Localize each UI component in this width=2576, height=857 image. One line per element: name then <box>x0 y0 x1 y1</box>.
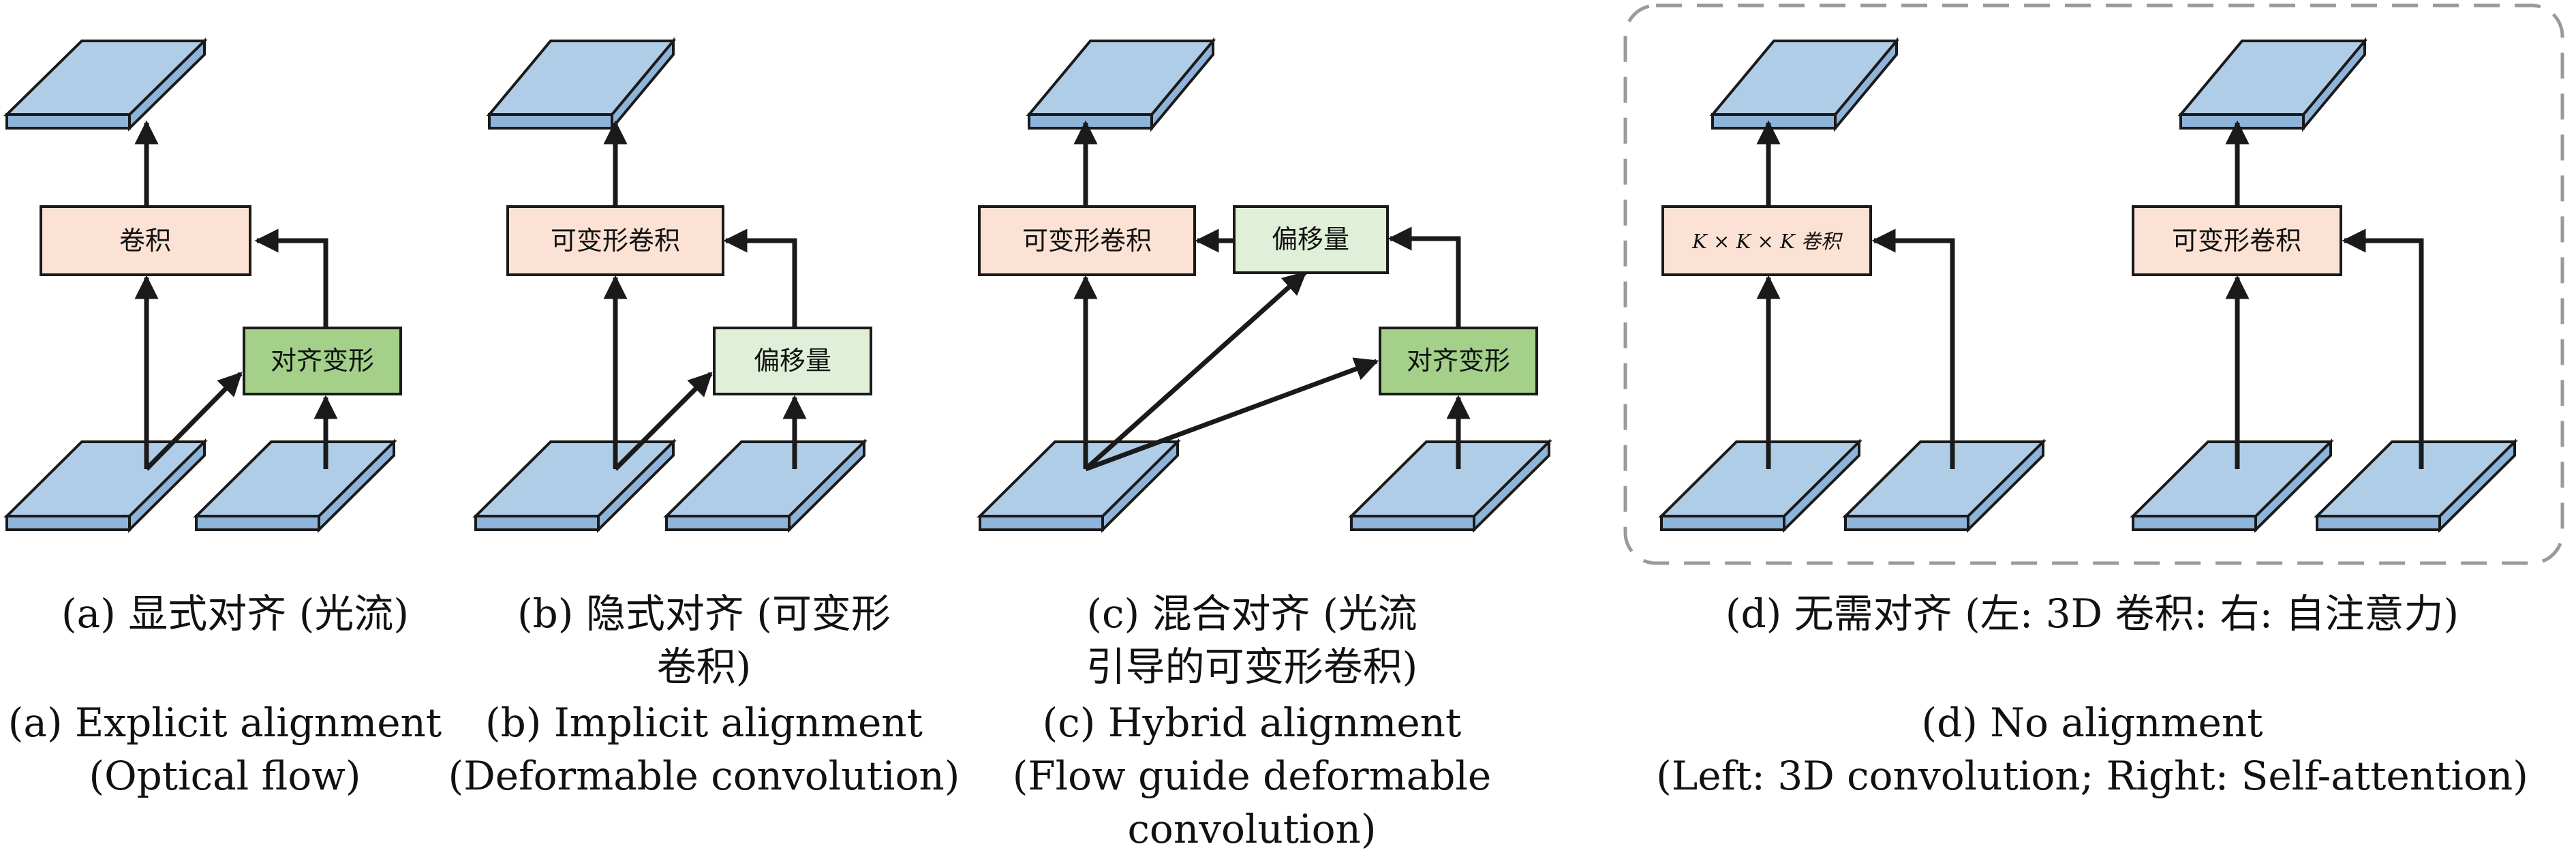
panel-c-align-box <box>1379 327 1538 395</box>
caption-b-en-line2: (Deformable convolution) <box>448 753 960 799</box>
panel-d-dashed-border <box>1623 3 2564 565</box>
panel-a-arrow-input-to-align <box>144 372 243 471</box>
plane-top-face <box>2177 40 2368 116</box>
panel-c-arrow-align-to-offset <box>1387 226 1461 328</box>
panel-d-left-arrow-right-input-to-conv <box>1871 228 1955 469</box>
panel-c-output-plane <box>1026 37 1216 132</box>
panel-c-offset-label: 偏移量 <box>1272 224 1349 254</box>
panel-a-input-plane-right <box>193 438 397 533</box>
caption-d-cn: (d) 无需对齐 (左: 3D 卷积: 右: 自注意力) <box>1726 590 2459 637</box>
plane-front-face <box>5 515 131 531</box>
panel-c-align-label: 对齐变形 <box>1407 346 1510 376</box>
panel-c-offset-box <box>1233 205 1389 274</box>
panel-a-conv-label: 卷积 <box>119 226 171 256</box>
plane-top-face <box>2314 440 2518 517</box>
plane-top-face <box>1658 440 1862 517</box>
panel-a-arrow-align-to-conv <box>254 228 328 328</box>
panel-b-offset-label: 偏移量 <box>754 346 831 376</box>
panel-d-left-output-plane <box>1709 37 1900 132</box>
caption-a-en-line2: (Optical flow) <box>89 753 361 799</box>
panel-d-left: K × K × K 卷积 <box>1658 37 2046 533</box>
panel-c-conv-label: 可变形卷积 <box>1022 226 1152 256</box>
panel-a-output-plane <box>3 37 208 132</box>
panel-b-conv-label: 可变形卷积 <box>551 226 680 256</box>
caption-c-cn-line2: 引导的可变形卷积) <box>1086 644 1418 690</box>
plane-top-face <box>1348 440 1552 517</box>
panel-c-conv-box <box>978 205 1196 276</box>
caption-b-en-line1: (b) Implicit alignment <box>485 700 923 746</box>
panel-d-right: 可变形卷积 <box>2130 37 2518 533</box>
caption-a-cn: (a) 显式对齐 (光流) <box>61 590 409 637</box>
caption-c-cn-line1: (c) 混合对齐 (光流 <box>1086 590 1417 637</box>
panel-b-input-plane-right <box>663 438 868 533</box>
panel-c-input-plane-left <box>977 438 1181 533</box>
panel-b: 可变形卷积 偏移量 <box>472 37 872 533</box>
panel-b-arrow-offset-to-conv <box>723 228 797 328</box>
plane-front-face <box>2132 515 2257 531</box>
panel-a: 卷积 对齐变形 <box>3 37 402 533</box>
plane-top-face <box>2130 440 2334 517</box>
plane-top-face <box>1026 40 1216 116</box>
panel-d-right-output-plane <box>2177 37 2368 132</box>
panel-d-deform-conv-box <box>2132 205 2342 276</box>
caption-c-en-line2: (Flow guide deformable <box>1013 753 1492 799</box>
panel-d-right-input-plane-right <box>2314 438 2518 533</box>
plane-front-face <box>1844 515 1969 531</box>
plane-top-face <box>3 40 208 116</box>
plane-top-face <box>1709 40 1900 116</box>
caption-c-en-line3: convolution) <box>1127 806 1376 852</box>
plane-front-face <box>5 113 131 130</box>
plane-front-face <box>2316 515 2441 531</box>
plane-top-face <box>1842 440 2046 517</box>
plane-top-face <box>977 440 1181 517</box>
plane-front-face <box>1711 113 1837 130</box>
captions: (a) 显式对齐 (光流) (a) Explicit alignment (Op… <box>8 590 2528 852</box>
panel-d-3d-conv-box <box>1661 205 1872 276</box>
caption-c-en-line1: (c) Hybrid alignment <box>1043 700 1462 746</box>
caption-d-en-line2: (Left: 3D convolution; Right: Self-atten… <box>1656 753 2528 799</box>
plane-front-face <box>474 515 600 531</box>
panel-d-right-input-plane-left <box>2130 438 2334 533</box>
plane-front-face <box>195 515 320 531</box>
plane-front-face <box>2179 113 2305 130</box>
panel-d-right-arrow-right-input-to-conv <box>2342 228 2424 469</box>
panel-c: 可变形卷积 偏移量 对齐变形 <box>977 37 1552 533</box>
plane-front-face <box>665 515 791 531</box>
panel-b-offset-box <box>713 327 872 395</box>
panel-d-deform-conv-label: 可变形卷积 <box>2172 226 2301 256</box>
panel-b-arrow-input-to-offset <box>613 372 713 471</box>
panel-a-conv-box <box>40 205 251 276</box>
panel-b-output-plane <box>486 37 677 132</box>
plane-front-face <box>488 113 613 130</box>
plane-front-face <box>979 515 1104 531</box>
panel-d-left-input-plane-left <box>1658 438 1862 533</box>
caption-a-en-line1: (a) Explicit alignment <box>8 700 442 746</box>
panel-d-3d-conv-label: K × K × K 卷积 <box>1691 230 1843 253</box>
panel-a-align-label: 对齐变形 <box>271 346 374 376</box>
panel-b-input-plane-left <box>472 438 677 533</box>
plane-top-face <box>486 40 677 116</box>
caption-b-cn-line2: 卷积) <box>657 644 752 690</box>
plane-front-face <box>1028 113 1153 130</box>
panel-a-align-box <box>243 327 402 395</box>
caption-b-cn-line1: (b) 隐式对齐 (可变形 <box>517 590 891 637</box>
panel-c-input-plane-right <box>1348 438 1552 533</box>
plane-front-face <box>1660 515 1785 531</box>
panel-a-input-plane-left <box>3 438 208 533</box>
panel-b-conv-box <box>506 205 724 276</box>
panel-c-arrow-input-to-align <box>1084 357 1379 472</box>
plane-front-face <box>1350 515 1475 531</box>
panel-d-left-input-plane-right <box>1842 438 2046 533</box>
plane-top-face <box>193 440 397 517</box>
plane-top-face <box>663 440 868 517</box>
panel-c-arrow-input-to-offset <box>1084 271 1307 471</box>
caption-d-en-line1: (d) No alignment <box>1921 700 2263 746</box>
